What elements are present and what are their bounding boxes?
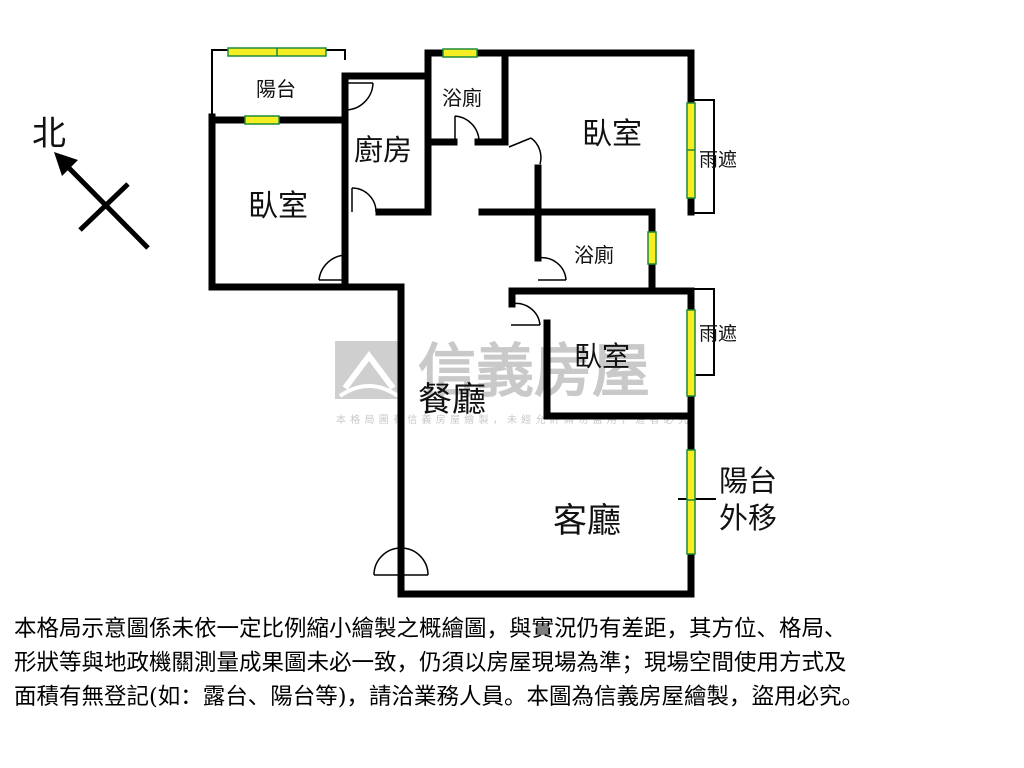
- room-living: 客廳: [553, 501, 621, 541]
- disclaimer-line-3: 面積有無登記(如：露台、陽台等)，請洽業務人員。本圖為信義房屋繪製，盜用必究。: [14, 684, 865, 710]
- room-rain-shelter-2: 雨遮: [699, 323, 737, 345]
- compass-label: 北: [32, 114, 66, 154]
- door-small-bedroom: [510, 302, 541, 326]
- room-bedroom-master: 臥室: [582, 117, 642, 152]
- disclaimer: 本格局示意圖係未依一定比例縮小繪製之概繪圖，與實況仍有差距，其方位、格局、 形狀…: [14, 612, 1014, 714]
- room-bedroom-small: 臥室: [574, 340, 630, 373]
- disclaimer-line-2: 形狀等與地政機關測量成果圖未必一致，仍須以房屋現場為準；現場空間使用方式及: [14, 650, 847, 676]
- north-arrow-icon: [54, 152, 150, 250]
- disclaimer-line-1: 本格局示意圖係未依一定比例縮小繪製之概繪圖，與實況仍有差距，其方位、格局、: [14, 616, 847, 642]
- door-bedroom-left: [318, 254, 347, 281]
- door-balcony: [344, 82, 374, 111]
- room-bedroom-left: 臥室: [248, 189, 308, 224]
- door-bathroom-top: [454, 115, 480, 142]
- door-bathroom-mid: [537, 256, 567, 281]
- room-balcony-moved-line2: 外移: [719, 501, 777, 535]
- room-dining: 餐廳: [418, 380, 486, 420]
- window-balcony-top: [227, 47, 327, 57]
- door-master-bedroom: [508, 137, 542, 165]
- window-bedroom-left: [244, 115, 280, 125]
- room-labels: 陽台 浴廁 臥室 雨遮 廚房 臥室 浴廁 雨遮 臥室 餐廳 客廳 陽台 外移: [248, 77, 777, 541]
- window-small-bedroom: [686, 309, 696, 397]
- compass: 北: [32, 114, 150, 250]
- room-bathroom-mid: 浴廁: [574, 243, 614, 267]
- room-rain-shelter-1: 雨遮: [699, 149, 737, 171]
- floor-plan: 信義房屋 本格局圖有信義房屋繪製，未經允許請勿盜用，違者必究: [32, 47, 777, 598]
- room-balcony-top: 陽台: [256, 77, 296, 101]
- room-kitchen: 廚房: [354, 133, 412, 167]
- door-entrance: [373, 547, 429, 576]
- room-balcony-moved-line1: 陽台: [719, 464, 777, 498]
- doors: [318, 82, 567, 576]
- window-living: [686, 449, 696, 555]
- window-bathroom-top: [442, 48, 478, 58]
- window-bathroom-mid: [647, 231, 657, 265]
- watermark-brand: 信義房屋: [418, 337, 650, 405]
- windows: [227, 47, 696, 555]
- door-kitchen: [351, 187, 377, 213]
- window-master-bedroom: [686, 102, 696, 199]
- watermark-logo-icon: [335, 341, 403, 399]
- room-bathroom-top: 浴廁: [442, 86, 482, 110]
